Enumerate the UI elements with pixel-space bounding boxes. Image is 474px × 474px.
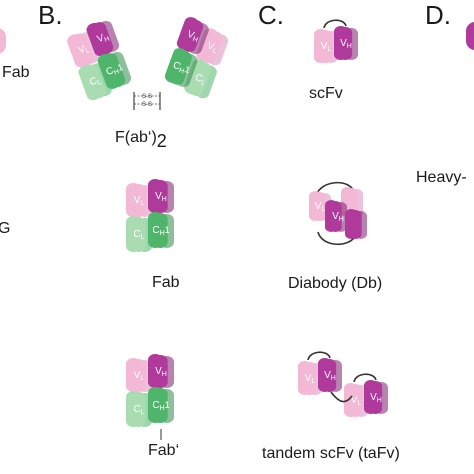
fab2-right-arm-vl-label: VL [205,40,219,55]
tandem-scfv-first-vh-label: VH [324,370,336,382]
panel-c-letter: C. [258,0,284,30]
fab-prime-fragment-vh-label: VH [155,366,167,378]
panel-d-heavy-caption: Heavy- [416,169,467,186]
fab-prime-fragment-vl-label: VL [134,370,145,382]
fab-fragment-vh-label: VH [155,191,167,203]
fab2-right-arm-vh-domain [176,17,209,55]
tandem-scfv-first-linker [307,351,331,361]
fab2-left-arm-vl-label: VL [77,42,91,57]
scfv-molecule-vl-label: VL [321,41,332,53]
fab-fragment-vh-domain [148,179,174,213]
panel-a-fab-caption: Fab [2,64,30,81]
fab2-right-arm-vh-label: VH [185,29,200,44]
tandem-scfv-second-vl-label: VL [351,395,362,407]
fab-fragment-vl-label: VL [134,195,145,207]
fab-prime-fragment-ch1-domain [148,387,174,423]
fab2-right-arm-vl-domain [196,28,229,66]
tandem-scfv-caption: tandem scFv (taFv) [262,445,400,462]
fab-fragment-ch1-label: CH1 [152,225,169,237]
diabody-vh1-domain [325,200,347,232]
fab-fragment-ch1-domain [148,212,174,248]
panel-d-letter: D. [425,0,451,30]
tandem-scfv-second: VL VH [344,373,388,417]
fab2-left-arm-ch1-label: CH1 [105,62,125,79]
fab2-left-arm-vh-domain [86,20,120,57]
tandem-scfv-second-linker [353,373,377,383]
fab2-right-arm-ch1-domain [164,48,198,87]
fab2-right-arm-cl-label: CL [193,72,208,87]
fab2-left-arm-cl-label: CL [88,74,103,89]
diabody-molecule: VL VH [309,181,367,246]
scfv-molecule: VL VH [314,19,358,63]
fab2-left-arm-ch1-domain [97,51,132,89]
fab-prime-fragment-vh-domain [148,354,174,388]
diabody-vl-label: VL [315,201,326,213]
disulfide-bond-2: S-S [142,102,152,108]
diabody-vh-label: VH [332,211,344,223]
fab-fragment-cl-label: CL [133,229,144,241]
panel-a-g-caption: G [0,220,11,237]
fab2-caption: F(ab‘)2 [115,126,167,151]
diabody-vh2-domain [345,209,367,239]
tandem-scfv-first: VL VH [298,351,342,395]
fab-prime-fragment-ch1-label: CH1 [152,400,169,412]
scfv-molecule-linker [323,19,347,29]
disulfide-bond-1: S-S [142,94,152,100]
scfv-molecule-vh-label: VH [340,38,352,50]
fab-prime-caption: Fab‘ [148,442,180,459]
fab-prime-fragment: VL VH CL CH1 [126,354,174,427]
scfv-caption: scFv [309,85,343,102]
fab2-caption-main: F(ab‘) [115,129,157,146]
fab2-left-arm-vl-domain [67,32,100,68]
tandem-scfv-connecting-linker [330,391,353,403]
panel-a-partial-domain [0,28,6,54]
fab2-caption-subscript: 2 [156,131,167,151]
tandem-scfv-second-vh-label: VH [370,392,382,404]
fab2-left-arm-cl-domain [78,63,112,101]
panel-d-partial-domain [466,22,474,50]
fab2-hinge: S-S S-S [133,92,161,110]
diabody-caption: Diabody (Db) [288,275,383,292]
panel-b-letter: B. [38,0,63,30]
fab-prime-fragment-cl-label: CL [133,404,144,416]
tandem-scfv-second-vh-domain [364,380,388,414]
fab2-right-arm-cl-domain [184,59,217,99]
fab-fragment: VL VH CL CH1 [126,179,174,252]
fab-caption: Fab [152,274,180,291]
tandem-scfv-first-vl-label: VL [305,373,316,385]
fab2-right-arm-ch1-label: CH1 [171,60,191,77]
scfv-molecule-vh-domain [334,26,358,60]
tandem-scfv-first-vh-domain [318,358,342,392]
fab2-left-arm-vh-label: VH [96,31,111,46]
